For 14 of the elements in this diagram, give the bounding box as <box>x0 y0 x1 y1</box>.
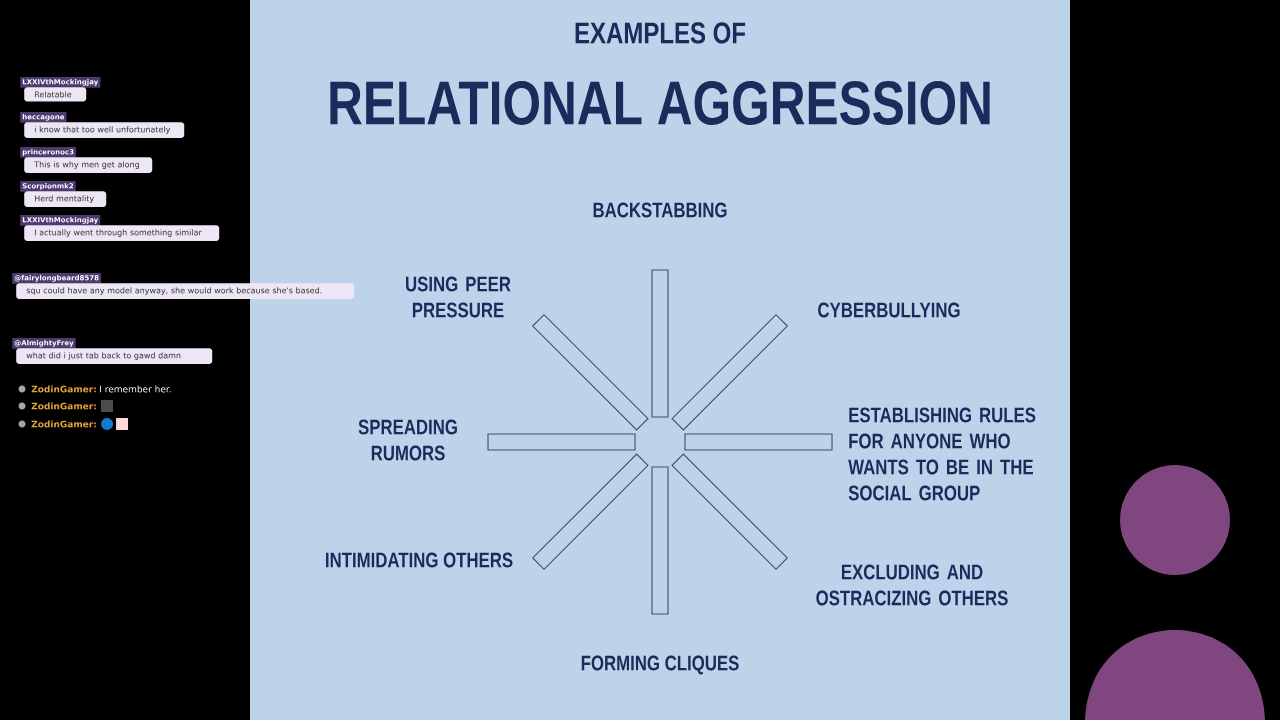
chat-message: I remember her. <box>100 385 171 393</box>
example-label: CYBERBULLYING <box>818 302 960 318</box>
example-label: BACKSTABBING <box>593 202 727 218</box>
example-label: ESTABLISHING RULES FOR ANYONE WHO WANTS TO BE IN THE SOCIAL GROUP <box>848 407 1036 501</box>
example-label: USING PEER PRESSURE <box>406 276 511 318</box>
example-label: FORMING CLIQUES <box>581 655 739 675</box>
username: ZodinGamer: <box>31 385 96 393</box>
title: RELATIONAL AGGRESSION <box>330 81 990 125</box>
username: ZodinGamer: <box>31 420 96 428</box>
example-label: INTIMIDATING OTHERS <box>326 552 513 568</box>
username: ZodinGamer: <box>31 402 96 410</box>
example-label: SPREADING RUMORS <box>358 419 457 461</box>
example-label: EXCLUDING AND OSTRACIZING OTHERS <box>816 564 1008 606</box>
subtitle: EXAMPLES OF <box>575 22 746 44</box>
